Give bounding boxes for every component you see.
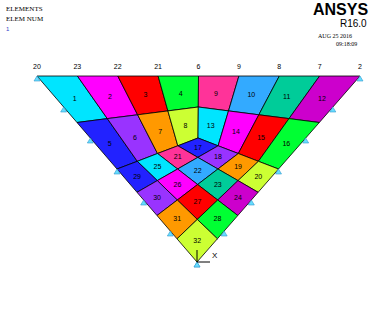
support-marker: [303, 138, 309, 143]
element-number: 26: [173, 180, 181, 187]
element-number: 28: [214, 215, 222, 222]
support-marker: [141, 200, 147, 205]
mesh-element: [289, 76, 360, 123]
element-number: 15: [257, 134, 265, 141]
plot-time: 09:18:09: [336, 41, 357, 47]
support-marker: [194, 262, 200, 267]
element-number: 10: [247, 91, 255, 98]
element-number: 27: [194, 198, 202, 205]
support-marker: [276, 169, 282, 174]
software-name: ANSYS: [313, 2, 368, 18]
support-marker: [330, 107, 336, 112]
element-number: 23: [214, 180, 222, 187]
element-number: 31: [173, 215, 181, 222]
plot-date: AUG 25 2016: [318, 33, 352, 39]
node-number: 7: [318, 63, 322, 70]
node-number: 2: [358, 63, 362, 70]
element-number: 16: [282, 139, 290, 146]
node-number: 21: [154, 63, 162, 70]
support-marker: [221, 231, 227, 236]
mesh-element: [177, 219, 217, 262]
element-number: 20: [254, 172, 262, 179]
element-number: 19: [234, 163, 242, 170]
element-number: 22: [194, 167, 202, 174]
element-number: 6: [133, 134, 137, 141]
plot-subtitle: ELEM NUM: [6, 16, 43, 23]
element-number: 14: [232, 128, 240, 135]
node-number: 20: [33, 63, 41, 70]
element-number: 25: [153, 163, 161, 170]
element-number: 9: [214, 89, 218, 96]
element-number: 32: [193, 236, 201, 243]
element-number: 12: [318, 95, 326, 102]
element-number: 8: [184, 122, 188, 129]
plot-title: ELEMENTS: [6, 6, 43, 13]
element-number: 2: [108, 93, 112, 100]
element-number: 17: [194, 143, 202, 150]
software-version: R16.0: [340, 19, 367, 29]
element-number: 1: [73, 95, 77, 102]
node-number: 9: [237, 63, 241, 70]
element-number: 24: [234, 194, 242, 201]
element-number: 11: [283, 93, 290, 100]
element-number: 7: [158, 128, 162, 135]
element-number: 5: [108, 139, 112, 146]
window-number: 1: [6, 26, 9, 32]
mesh-element: [158, 76, 198, 111]
node-number: 6: [197, 63, 201, 70]
element-number: 18: [214, 153, 222, 160]
element-number: 13: [207, 122, 215, 129]
mesh-element: [258, 119, 319, 169]
node-number: 23: [73, 63, 81, 70]
element-number: 4: [179, 89, 183, 96]
support-marker: [167, 231, 173, 236]
support-marker: [87, 138, 93, 143]
axis-triad: [197, 262, 210, 263]
element-number: 29: [133, 172, 141, 179]
element-number: 21: [174, 153, 182, 160]
node-number: 22: [114, 63, 122, 70]
axis-label: X: [212, 252, 217, 260]
support-marker: [357, 76, 363, 81]
support-marker: [34, 76, 40, 81]
support-marker: [248, 200, 254, 205]
support-marker: [194, 262, 200, 267]
element-number: 3: [143, 91, 147, 98]
node-number: 8: [277, 63, 281, 70]
support-marker: [114, 169, 120, 174]
axis-triad: [197, 250, 198, 262]
support-marker: [61, 107, 67, 112]
element-number: 30: [153, 194, 161, 201]
